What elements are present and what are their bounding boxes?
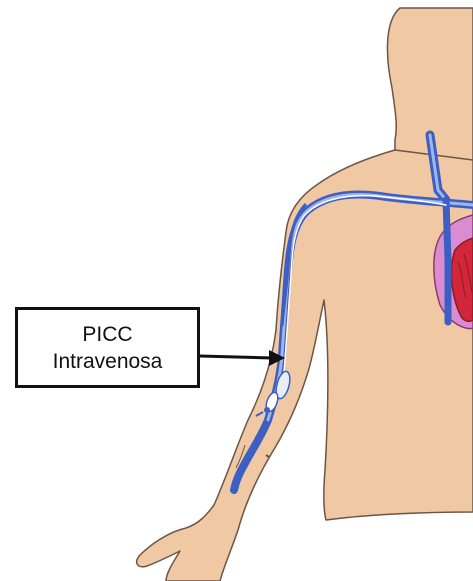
vena-cava <box>446 200 448 322</box>
picc-label-box: PICC Intravenosa <box>15 307 200 388</box>
label-line-2: Intravenosa <box>53 348 163 375</box>
label-line-1: PICC <box>82 321 132 348</box>
pointer-arrow-shaft <box>200 356 272 358</box>
